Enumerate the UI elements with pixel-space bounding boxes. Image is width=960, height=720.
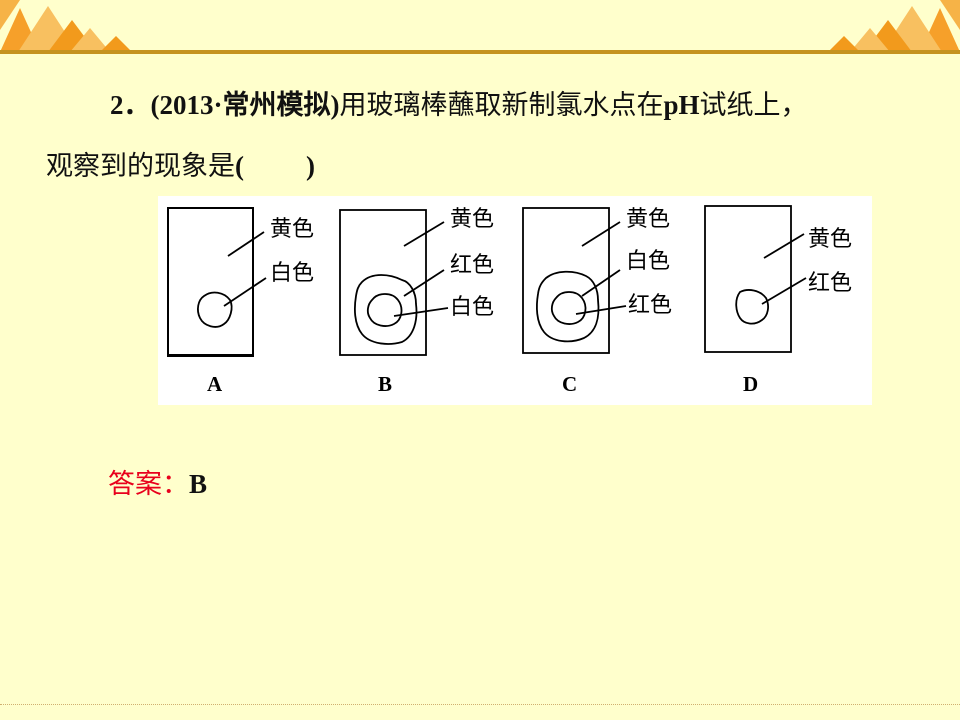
option-b-letter: B (378, 372, 392, 396)
option-b-outer-label: 黄色 (450, 207, 494, 232)
option-a-paper (167, 207, 254, 357)
question-stem-part-2: 试纸上， (699, 90, 808, 121)
option-a-paper-base (168, 354, 253, 357)
option-d-letter: D (743, 372, 758, 396)
question-stem-part-3: 观察到的现象是 (46, 151, 235, 182)
question-source: (2013·常州模拟) (150, 90, 340, 120)
option-b-ring-label: 红色 (450, 253, 494, 278)
question-line-2: 观察到的现象是() (46, 144, 315, 183)
option-c-ring (536, 270, 600, 343)
option-a-letter: A (207, 372, 223, 396)
option-d-inner-leader (761, 277, 807, 305)
option-d-spot (735, 289, 769, 325)
option-c-outer-label: 黄色 (626, 207, 670, 232)
option-b-paper (339, 209, 427, 356)
options-figure-svg: 黄色 白色 A 黄色 红色 白色 B 黄色 白色 红色 (167, 205, 852, 396)
option-c-ring-leader (581, 269, 621, 297)
option-c-letter: C (562, 372, 577, 396)
option-b-outer-leader (403, 221, 445, 247)
footer-rule (0, 704, 960, 705)
option-c-inner-label: 红色 (628, 293, 672, 318)
question-line-1: 2．(2013·常州模拟)用玻璃棒蘸取新制氯水点在pH试纸上， (110, 83, 808, 122)
option-b-ring-leader (403, 269, 445, 297)
option-d-inner-label: 红色 (808, 271, 852, 296)
option-c-paper (522, 207, 610, 354)
option-c-outer-leader (581, 221, 621, 247)
corner-decoration-right (828, 0, 960, 52)
option-a-spot (197, 291, 233, 328)
option-c-inner-leader (575, 305, 627, 315)
corner-decoration-left (0, 0, 132, 52)
question-stem-part-1: 用玻璃棒蘸取新制氯水点在 (339, 90, 664, 121)
option-b-spot (366, 293, 403, 327)
option-b-diagram: 黄色 红色 白色 B (339, 207, 494, 396)
header-rule (0, 50, 960, 54)
answer-paren-open: ( (235, 151, 244, 181)
option-b-inner-leader (393, 307, 449, 317)
option-b-ring (354, 274, 418, 345)
question-number: 2． (110, 90, 151, 120)
answer-label: 答案： (108, 469, 189, 500)
option-c-diagram: 黄色 白色 红色 C (522, 207, 672, 396)
option-a-inner-label: 白色 (270, 261, 314, 286)
option-c-spot (550, 291, 587, 325)
ph-term: pH (663, 90, 700, 120)
answer: 答案：B (108, 462, 207, 501)
option-c-ring-label: 白色 (626, 249, 670, 274)
answer-value: B (189, 469, 208, 499)
option-d-outer-leader (763, 233, 805, 259)
option-a-outer-leader (227, 231, 265, 257)
option-d-outer-label: 黄色 (808, 227, 852, 252)
option-d-paper (704, 205, 792, 353)
answer-paren-close: ) (306, 151, 315, 181)
option-d-diagram: 黄色 红色 D (704, 205, 852, 396)
option-a-diagram: 黄色 白色 A (167, 207, 314, 396)
option-a-outer-label: 黄色 (270, 217, 314, 242)
option-a-inner-leader (223, 277, 267, 307)
options-figure: 黄色 白色 A 黄色 红色 白色 B 黄色 白色 红色 (158, 196, 872, 405)
option-b-inner-label: 白色 (450, 295, 494, 320)
